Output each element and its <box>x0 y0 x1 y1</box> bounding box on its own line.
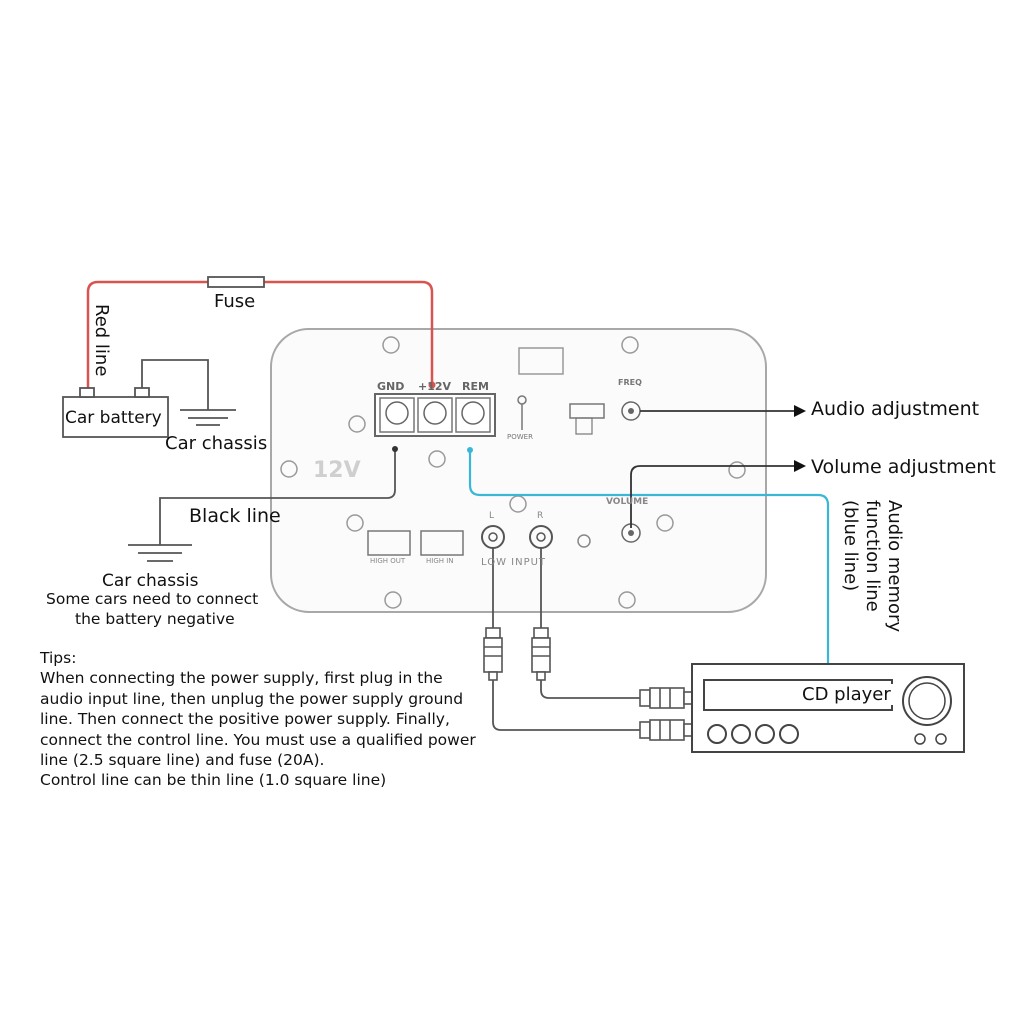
screw-icon <box>280 336 746 609</box>
red-line <box>86 280 434 388</box>
car-battery-icon <box>62 387 169 438</box>
high-in-connector <box>420 530 464 556</box>
tips-line: audio input line, then unplug the power … <box>40 689 464 708</box>
volume-label: VOLUME <box>606 497 649 507</box>
tips-line: Control line can be thin line (1.0 squar… <box>40 771 387 790</box>
chassis-wire-top <box>141 359 236 426</box>
chassis-note-line1: Some cars need to connect <box>46 590 259 608</box>
rca-left-label: L <box>489 511 495 521</box>
arrow-right-icon <box>794 460 806 472</box>
tips-line: line. Then connect the positive power su… <box>40 710 450 729</box>
terminal-12v-label: +12V <box>418 380 452 393</box>
audio-adjustment-label: Audio adjustment <box>811 398 980 420</box>
terminal-rem-label: REM <box>462 380 489 393</box>
high-out-label: HIGH OUT <box>370 557 406 565</box>
rca-right-label: R <box>537 511 544 521</box>
blue-line <box>468 450 830 664</box>
red-line-label: Red line <box>91 304 112 377</box>
terminal-block <box>374 393 496 437</box>
fuse-icon <box>207 276 265 288</box>
car-chassis-bottom-label: Car chassis <box>102 571 199 591</box>
tips-line: line (2.5 square line) and fuse (20A). <box>40 751 325 770</box>
adjustment-arrows <box>630 410 796 528</box>
rca-plug-icon <box>483 627 693 741</box>
cd-player-label: CD player <box>800 684 893 705</box>
tips-title: Tips: <box>40 649 77 667</box>
tips-line: When connecting the power supply, first … <box>40 669 443 688</box>
low-input-label: LOW INPUT <box>481 557 547 568</box>
chassis-note-line2: the battery negative <box>75 610 235 628</box>
memory-line-label-3: (blue line) <box>840 500 861 592</box>
black-line-label: Black line <box>189 505 281 527</box>
memory-line-label-1: Audio memory <box>884 500 905 633</box>
cd-player-icon <box>691 663 965 753</box>
rca-cables <box>492 548 640 731</box>
terminal-gnd-label: GND <box>377 380 405 393</box>
arrow-right-icon <box>794 405 806 417</box>
voltage-label: 12V <box>313 458 361 483</box>
logo-box <box>518 347 564 375</box>
black-line <box>128 449 396 562</box>
high-out-connector <box>367 530 411 556</box>
car-chassis-top-label: Car chassis <box>165 433 268 454</box>
power-label: POWER <box>507 433 533 441</box>
volume-adjustment-label: Volume adjustment <box>811 456 996 478</box>
high-in-label: HIGH IN <box>426 557 454 565</box>
tips-line: connect the control line. You must use a… <box>40 730 476 749</box>
freq-label: FREQ <box>618 378 642 387</box>
memory-line-label-2: function line <box>862 500 883 612</box>
tips-block: Tips: When connecting the power supply, … <box>40 648 510 791</box>
fuse-label: Fuse <box>214 291 256 312</box>
amplifier-panel <box>270 328 767 613</box>
power-led-icon <box>517 395 527 405</box>
car-battery-label: Car battery <box>65 408 162 428</box>
